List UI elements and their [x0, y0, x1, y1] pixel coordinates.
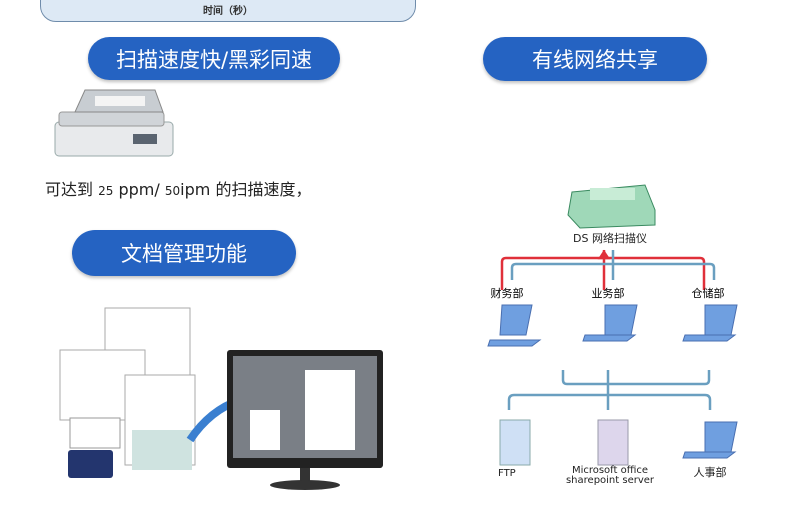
sharepoint-label-1: Microsoft office [572, 465, 648, 476]
ftp-label: FTP [498, 468, 516, 479]
desc-suffix: 的扫描速度， [215, 180, 312, 199]
speed-ppm: 25 [98, 184, 114, 198]
unit-ipm: ipm [180, 180, 211, 199]
sharepoint-label-2: sharepoint server [566, 475, 655, 486]
document-management-illustration [59, 307, 383, 490]
laptop-icons [487, 304, 738, 459]
dept-label: 业务部 [592, 286, 625, 300]
ftp-server-icon [499, 419, 531, 466]
scanner-product-image [54, 89, 174, 157]
business-card [69, 417, 121, 449]
unit-ppm: ppm/ [118, 180, 160, 199]
dept-label: 仓储部 [692, 286, 725, 300]
scan-speed-title: 扫描速度快/黑彩同速 [88, 37, 340, 80]
blue-distribution-line [510, 250, 716, 280]
arrow-up-icon [597, 249, 611, 260]
axis-label: 时间（秒） [203, 6, 253, 17]
network-diagram: DS 网络扫描仪 财务部 业务部 仓储部 FTP Microsoft offic… [487, 184, 738, 486]
chart-document [132, 430, 192, 470]
sharepoint-server-icon [597, 419, 629, 466]
blue-output-line [507, 370, 712, 410]
chart-footer-box: 时间（秒） [40, 0, 416, 22]
desc-prefix: 可达到 [45, 180, 94, 199]
hr-dept-label: 人事部 [694, 465, 727, 479]
document-management-title: 文档管理功能 [72, 230, 296, 276]
credit-card [68, 450, 113, 478]
scan-speed-description: 可达到 25 ppm/ 50ipm 的扫描速度， [45, 176, 311, 200]
scanner-label: DS 网络扫描仪 [573, 231, 647, 245]
network-scanner-icon [567, 184, 656, 229]
network-sharing-title: 有线网络共享 [483, 37, 707, 81]
dept-label: 财务部 [491, 286, 524, 300]
speed-ipm: 50 [164, 184, 181, 198]
